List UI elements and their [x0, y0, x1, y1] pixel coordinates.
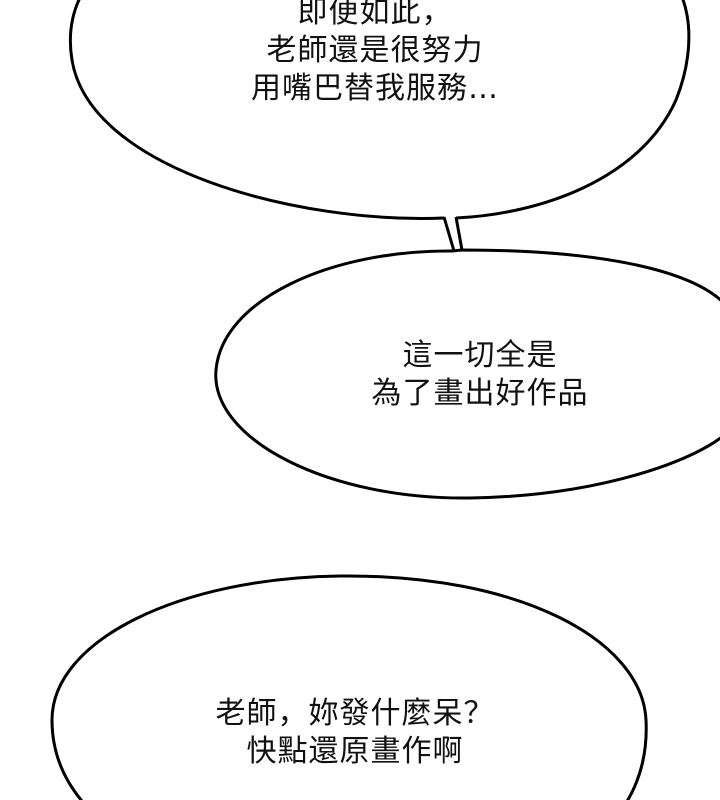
speech-bubble-2-text: 這一切全是 為了畫出好作品 [330, 337, 630, 413]
bubble-3-line-1: 老師，妳發什麼呆？ [215, 696, 495, 731]
bubble-1-line-3: 用嘴巴替我服務… [251, 71, 499, 106]
speech-bubble-1-text: 即便如此， 老師還是很努力 用嘴巴替我服務… [200, 0, 550, 108]
speech-bubble-2 [214, 248, 720, 500]
bubble-1-line-2: 老師還是很努力 [266, 33, 484, 68]
bubble-2-line-1: 這一切全是 [402, 338, 558, 373]
bubble-connector-right-line [454, 216, 464, 251]
bubble-connector-left-line [442, 216, 456, 252]
speech-bubble-1 [69, 0, 691, 220]
speech-bubble-3-text: 老師，妳發什麼呆？ 快點還原畫作啊 [190, 695, 520, 771]
bubble-1-line-1: 即便如此， [297, 0, 453, 30]
bubble-3-line-2: 快點還原畫作啊 [246, 734, 464, 769]
bubble-2-line-2: 為了畫出好作品 [371, 376, 589, 411]
speech-bubble-3 [50, 574, 648, 800]
